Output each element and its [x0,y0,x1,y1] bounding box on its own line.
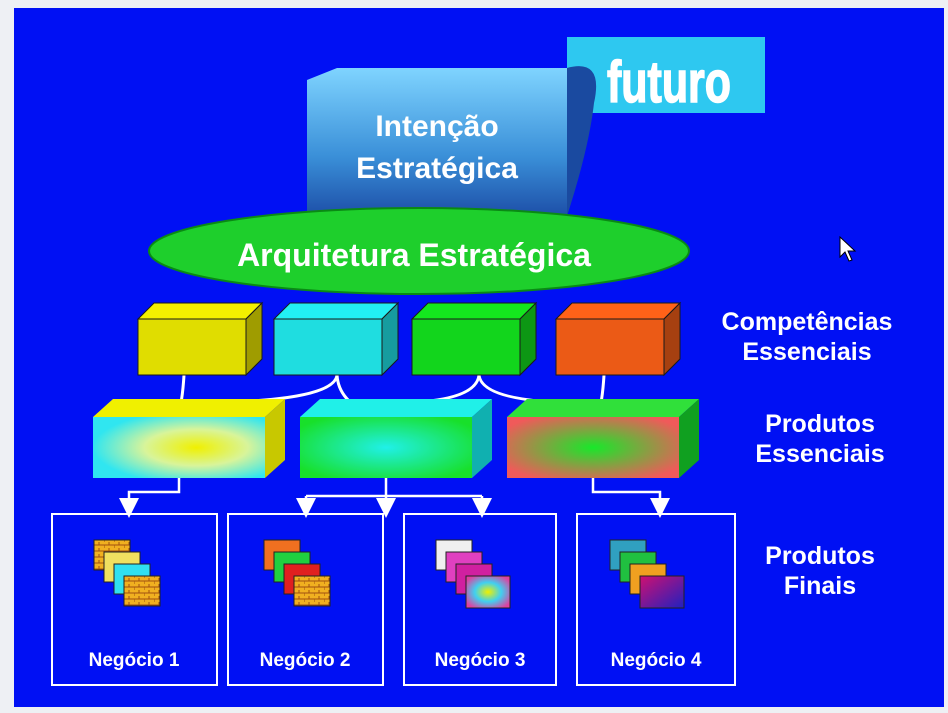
business-box-1: Negócio 1 [51,513,218,686]
mouse-cursor-icon [839,235,857,262]
level-core-competencies-line2: Essenciais [742,338,871,366]
core-product-2 [300,399,492,478]
intention-shape: Intenção Estratégica [307,66,597,216]
business-label-4: Negócio 4 [611,650,702,671]
business-box-3: Negócio 3 [403,513,557,686]
competency-cube-4 [554,301,682,377]
architecture-label: Arquitetura Estratégica [237,237,591,273]
slide: futuro Intenção Estratégica Arquitetura … [14,8,944,707]
competency-cube-2 [272,301,400,377]
competency-cube-1 [136,301,264,377]
future-label: futuro [607,50,731,115]
business-box-2: Negócio 2 [227,513,384,686]
business-arrows [119,478,670,518]
core-products [93,399,699,478]
core-product-1 [93,399,285,478]
architecture-ellipse: Arquitetura Estratégica [148,207,690,295]
intention-line1: Intenção [375,110,498,143]
intention-line2: Estratégica [356,152,518,185]
level-core-products-line2: Essenciais [755,440,884,468]
competency-cube-3 [410,301,538,377]
future-box: futuro [567,37,765,116]
business-label-1: Negócio 1 [89,650,180,671]
level-core-competencies-line1: Competências [722,308,893,336]
competency-cubes [136,301,682,377]
diagram-canvas: futuro Intenção Estratégica Arquitetura … [51,37,893,686]
business-box-4: Negócio 4 [576,513,736,686]
business-label-2: Negócio 2 [260,650,351,671]
core-product-3 [507,399,699,478]
business-label-3: Negócio 3 [435,650,526,671]
level-core-products-line1: Produtos [765,410,875,438]
level-end-products-line1: Produtos [765,542,875,570]
level-labels: Competências Essenciais Produtos Essenci… [722,308,893,600]
level-end-products-line2: Finais [784,572,856,600]
